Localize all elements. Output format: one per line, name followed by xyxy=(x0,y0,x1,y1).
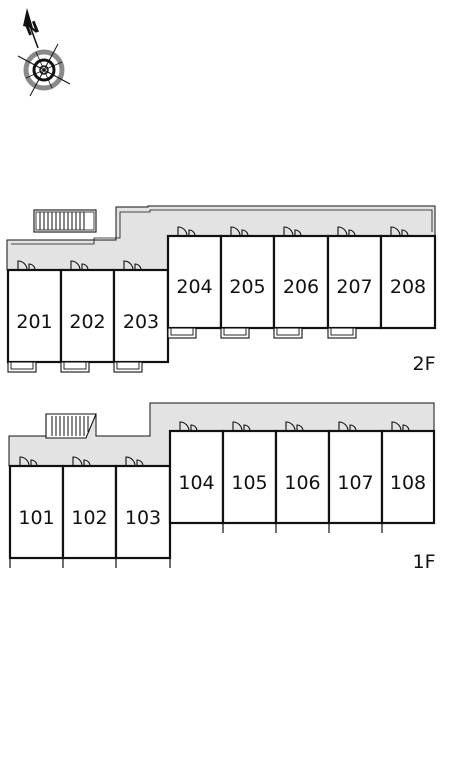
room-number: 202 xyxy=(69,311,105,333)
floor-1f: 101 102 103 104 105 xyxy=(8,402,436,573)
room-102: 102 xyxy=(61,456,118,568)
room-number: 101 xyxy=(18,507,54,529)
room-number: 103 xyxy=(125,507,161,529)
room-number: 105 xyxy=(231,472,267,494)
room-203: 203 xyxy=(112,260,170,373)
staircase-2f xyxy=(33,209,97,233)
room-number: 104 xyxy=(178,472,214,494)
compass-rose-icon xyxy=(17,8,71,97)
room-number: 106 xyxy=(284,472,320,494)
room-number: 108 xyxy=(390,472,426,494)
room-106: 106 xyxy=(274,421,331,533)
room-207: 207 xyxy=(326,226,383,339)
room-208: 208 xyxy=(379,226,437,330)
room-number: 107 xyxy=(337,472,373,494)
north-arrow-icon xyxy=(23,8,33,28)
floor-label-2f: 2F xyxy=(412,353,435,375)
room-201: 201 xyxy=(6,260,63,373)
room-104: 104 xyxy=(168,421,225,533)
room-number: 203 xyxy=(123,311,159,333)
room-number: 102 xyxy=(71,507,107,529)
floor-2f: 201 202 203 204 205 xyxy=(6,205,437,375)
room-202: 202 xyxy=(59,260,116,373)
room-204: 204 xyxy=(166,226,223,339)
room-205: 205 xyxy=(219,226,276,339)
room-number: 207 xyxy=(336,276,372,298)
floor-label-1f: 1F xyxy=(412,551,435,573)
room-number: 201 xyxy=(16,311,52,333)
room-105: 105 xyxy=(221,421,278,533)
room-number: 205 xyxy=(229,276,265,298)
room-number: 206 xyxy=(283,276,319,298)
room-107: 107 xyxy=(327,421,384,533)
room-103: 103 xyxy=(114,456,172,568)
room-number: 208 xyxy=(390,276,426,298)
room-number: 204 xyxy=(176,276,212,298)
room-206: 206 xyxy=(272,226,330,339)
room-101: 101 xyxy=(8,456,65,568)
staircase-1f xyxy=(45,413,97,439)
room-108: 108 xyxy=(380,421,436,533)
north-label: N xyxy=(22,17,42,40)
